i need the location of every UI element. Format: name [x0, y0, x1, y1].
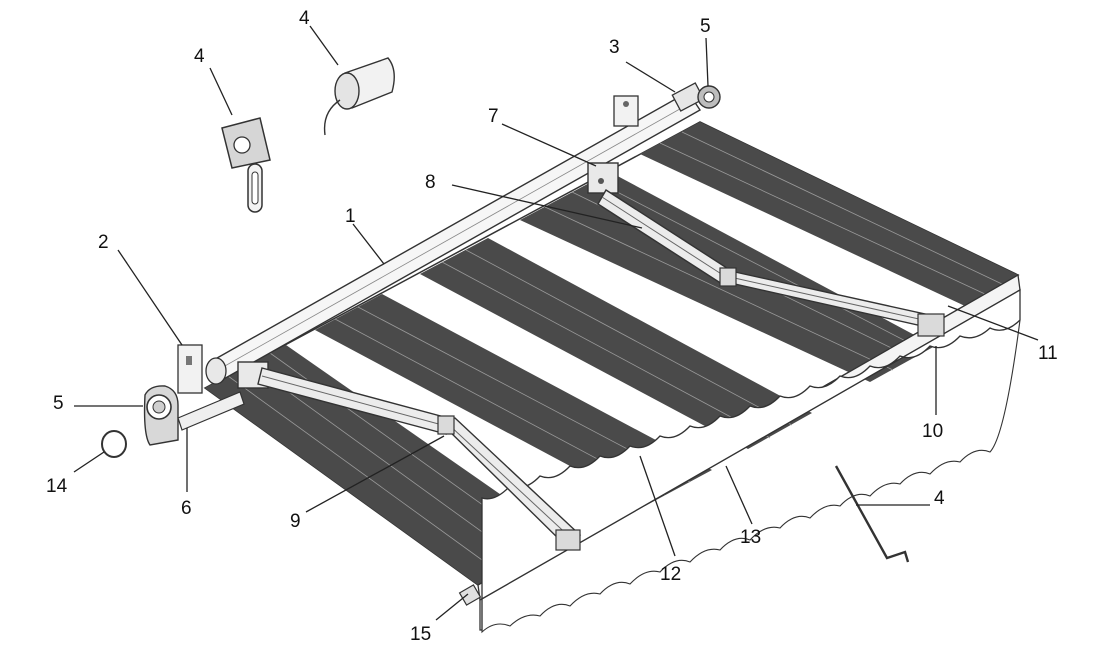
- callout-1: 1: [345, 206, 356, 227]
- callout-5-left: 5: [53, 393, 64, 414]
- callout-4-motor: 4: [299, 8, 310, 29]
- motor-icon: [323, 57, 395, 136]
- right-bracket: [613, 95, 639, 127]
- right-arm: [587, 162, 945, 337]
- valance: [479, 288, 1021, 634]
- callout-8: 8: [425, 172, 436, 193]
- callout-11: 11: [1038, 343, 1058, 364]
- callout-4-crank: 4: [934, 488, 945, 509]
- callout-13: 13: [740, 527, 761, 548]
- callout-9: 9: [290, 511, 301, 532]
- callout-3: 3: [609, 37, 620, 58]
- callout-6: 6: [181, 498, 192, 519]
- front-end-cap: [458, 584, 482, 606]
- crank-handle-icon: [834, 465, 910, 563]
- ring-icon: [101, 430, 127, 458]
- roller-tube: [205, 91, 702, 385]
- left-shaft: [177, 391, 245, 431]
- callout-14: 14: [46, 476, 68, 497]
- callout-2: 2: [98, 232, 109, 253]
- callout-15: 15: [410, 624, 431, 645]
- callout-labels: 1 2 3 4 4 4 5 5 6 7 8 9 10 11 12 13 14 1…: [46, 8, 1058, 645]
- callout-5-right: 5: [700, 16, 711, 37]
- left-wall-bracket: [177, 344, 203, 394]
- callout-12: 12: [660, 564, 681, 585]
- leader-lines: [73, 25, 1039, 621]
- callout-10: 10: [922, 421, 943, 442]
- left-end-cap: [143, 385, 179, 446]
- crank-gearbox-icon: [221, 117, 271, 213]
- callout-7: 7: [488, 106, 499, 127]
- right-tube-end: [671, 82, 721, 112]
- callout-4-gearbox: 4: [194, 46, 205, 67]
- left-arm: [237, 361, 582, 551]
